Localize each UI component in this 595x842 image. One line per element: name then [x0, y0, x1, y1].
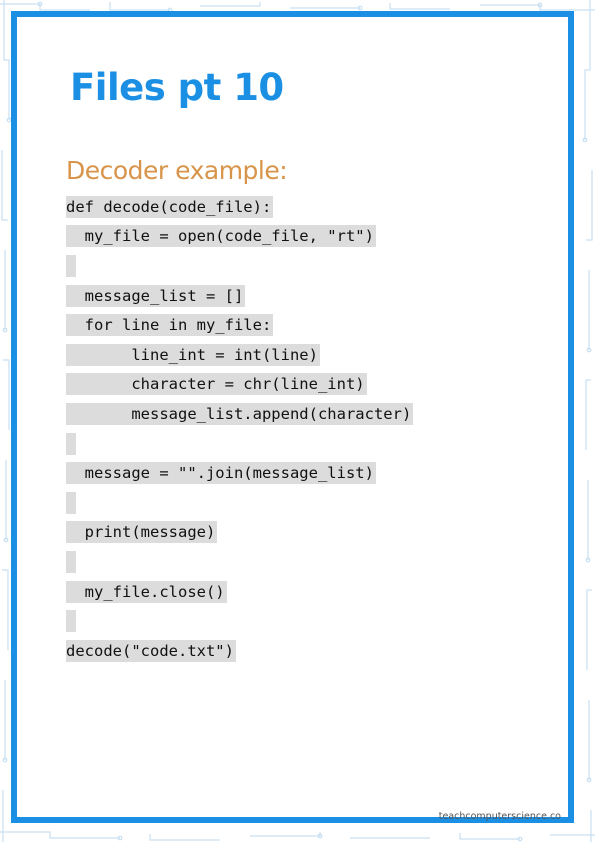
code-line-text: message = "".join(message_list) — [66, 462, 376, 485]
code-line-blank — [66, 610, 76, 633]
code-line-blank — [66, 550, 76, 573]
code-line-blank — [66, 254, 76, 277]
code-line-text: for line in my_file: — [66, 314, 274, 337]
section-subtitle: Decoder example: — [66, 156, 288, 185]
code-line: character = chr(line_int) — [66, 370, 413, 400]
code-line-text: character = chr(line_int) — [66, 373, 367, 396]
code-line: message_list = [] — [66, 281, 413, 311]
code-line-text: my_file.close() — [66, 580, 227, 603]
code-line — [66, 429, 413, 459]
code-line: def decode(code_file): — [66, 192, 413, 222]
code-line: line_int = int(line) — [66, 340, 413, 370]
code-line-text: def decode(code_file): — [66, 195, 274, 218]
code-line: my_file.close() — [66, 577, 413, 607]
page-title: Files pt 10 — [70, 66, 284, 109]
footer-website: teachcomputerscience.co — [438, 811, 561, 822]
code-line — [66, 251, 413, 281]
code-line-text: message_list.append(character) — [66, 402, 414, 425]
code-line: print(message) — [66, 518, 413, 548]
code-line: decode("code.txt") — [66, 636, 413, 666]
code-line: message_list.append(character) — [66, 399, 414, 429]
code-line-blank — [66, 491, 76, 514]
code-line: my_file = open(code_file, "rt") — [66, 222, 413, 252]
code-line-text: message_list = [] — [66, 284, 246, 307]
code-line: message = "".join(message_list) — [66, 458, 413, 488]
code-line-text: decode("code.txt") — [66, 639, 236, 662]
code-line — [66, 606, 413, 636]
code-line — [66, 488, 413, 518]
code-block: def decode(code_file): my_file = open(co… — [66, 192, 414, 666]
code-line-blank — [66, 432, 76, 455]
code-line-text: line_int = int(line) — [66, 343, 320, 366]
code-line — [66, 547, 413, 577]
code-line: for line in my_file: — [66, 310, 413, 340]
code-line-text: my_file = open(code_file, "rt") — [66, 225, 376, 248]
code-line-text: print(message) — [66, 521, 218, 544]
